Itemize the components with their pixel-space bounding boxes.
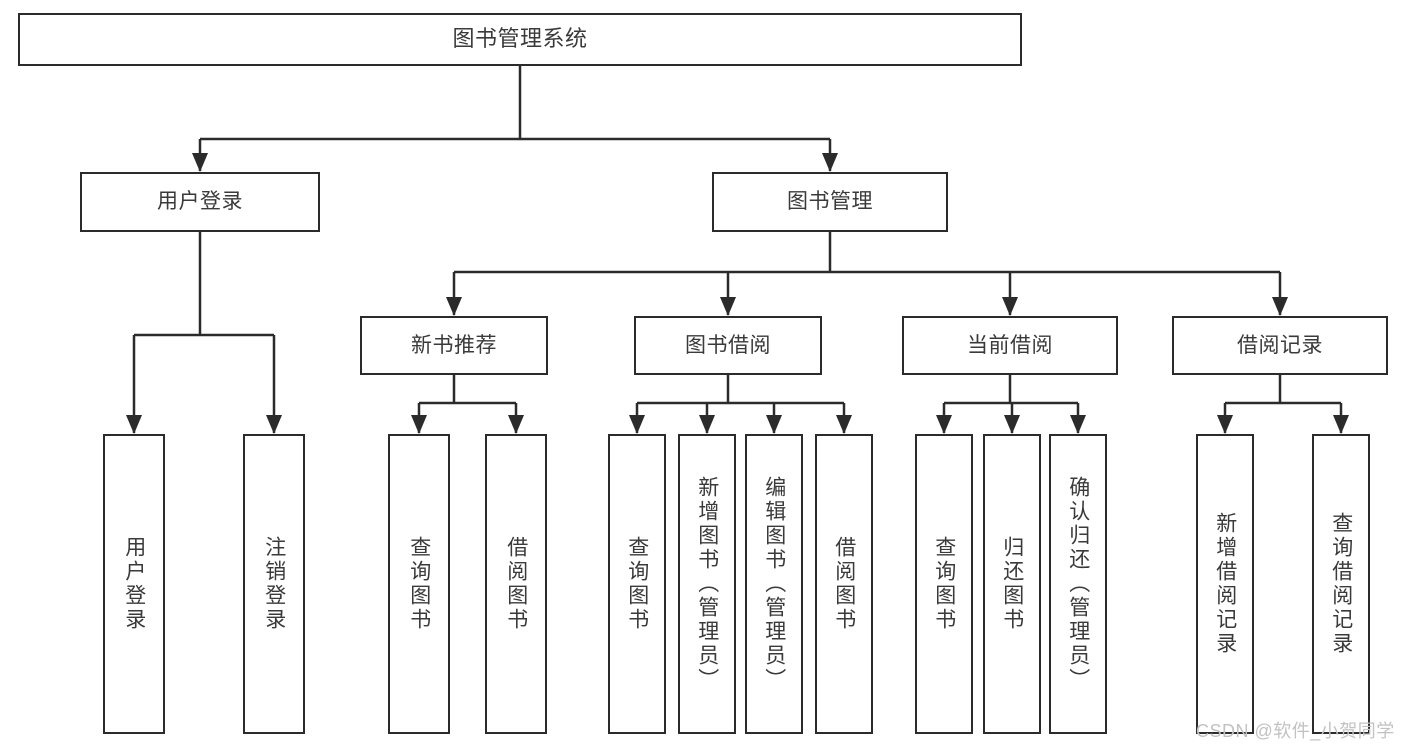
arrowhead-icon (822, 153, 838, 172)
node-label: 借阅记录 (1237, 333, 1323, 357)
arrowhead-icon (411, 415, 427, 434)
node-leaf-add-record[interactable]: 新增借阅记录 (1196, 434, 1254, 734)
connector-group (126, 66, 1349, 434)
arrowhead-icon (508, 415, 524, 434)
node-leaf-query-2[interactable]: 查询图书 (608, 434, 666, 734)
node-leaf-query-3[interactable]: 查询图书 (915, 434, 973, 734)
node-label: 归还图书 (1000, 536, 1024, 632)
node-label: 查询图书 (625, 536, 649, 632)
node-label: 用户登录 (157, 190, 243, 214)
node-label: 用户登录 (122, 536, 146, 632)
node-root[interactable]: 图书管理系统 (18, 13, 1022, 66)
node-book-manage[interactable]: 图书管理 (712, 172, 948, 232)
arrowhead-icon (629, 415, 645, 434)
arrowhead-icon (836, 415, 852, 434)
node-leaf-borrow-2[interactable]: 借阅图书 (815, 434, 873, 734)
node-leaf-logout[interactable]: 注销登录 (243, 434, 305, 734)
node-label: 查询借阅记录 (1329, 512, 1353, 656)
arrowhead-icon (1217, 415, 1233, 434)
arrowhead-icon (720, 297, 736, 316)
node-label: 查询图书 (407, 536, 431, 632)
node-label: 图书管理系统 (452, 26, 588, 52)
node-leaf-confirm[interactable]: 确认归还（管理员） (1049, 434, 1107, 734)
arrowhead-icon (936, 415, 952, 434)
node-label: 确认归还（管理员） (1066, 476, 1090, 692)
node-leaf-qry-record[interactable]: 查询借阅记录 (1312, 434, 1370, 734)
node-label: 图书管理 (787, 190, 873, 214)
node-leaf-add-book[interactable]: 新增图书（管理员） (678, 434, 736, 734)
node-user-login[interactable]: 用户登录 (80, 172, 320, 232)
arrowhead-icon (1333, 415, 1349, 434)
node-label: 图书借阅 (685, 333, 771, 357)
node-leaf-return[interactable]: 归还图书 (983, 434, 1041, 734)
node-label: 新增图书（管理员） (695, 476, 719, 692)
node-label: 注销登录 (262, 536, 286, 632)
arrowhead-icon (1070, 415, 1086, 434)
arrowhead-icon (1004, 415, 1020, 434)
node-current-borrow[interactable]: 当前借阅 (902, 316, 1118, 375)
node-label: 编辑图书（管理员） (762, 476, 786, 692)
arrowhead-icon (192, 153, 208, 172)
arrowhead-icon (1272, 297, 1288, 316)
arrowhead-icon (266, 415, 282, 434)
node-leaf-user-login[interactable]: 用户登录 (103, 434, 165, 734)
node-leaf-borrow-1[interactable]: 借阅图书 (485, 434, 547, 734)
node-label: 借阅图书 (504, 536, 528, 632)
node-label: 借阅图书 (832, 536, 856, 632)
arrowhead-icon (699, 415, 715, 434)
arrowhead-icon (446, 297, 462, 316)
node-label: 当前借阅 (967, 333, 1053, 357)
node-new-book-rec[interactable]: 新书推荐 (360, 316, 548, 375)
node-label: 新书推荐 (411, 333, 497, 357)
node-leaf-edit-book[interactable]: 编辑图书（管理员） (745, 434, 803, 734)
node-label: 查询图书 (932, 536, 956, 632)
node-leaf-query-1[interactable]: 查询图书 (388, 434, 450, 734)
node-book-borrow[interactable]: 图书借阅 (634, 316, 822, 375)
arrowhead-icon (1002, 297, 1018, 316)
node-label: 新增借阅记录 (1213, 512, 1237, 656)
arrowhead-icon (126, 415, 142, 434)
node-borrow-record[interactable]: 借阅记录 (1172, 316, 1388, 375)
arrowhead-icon (766, 415, 782, 434)
